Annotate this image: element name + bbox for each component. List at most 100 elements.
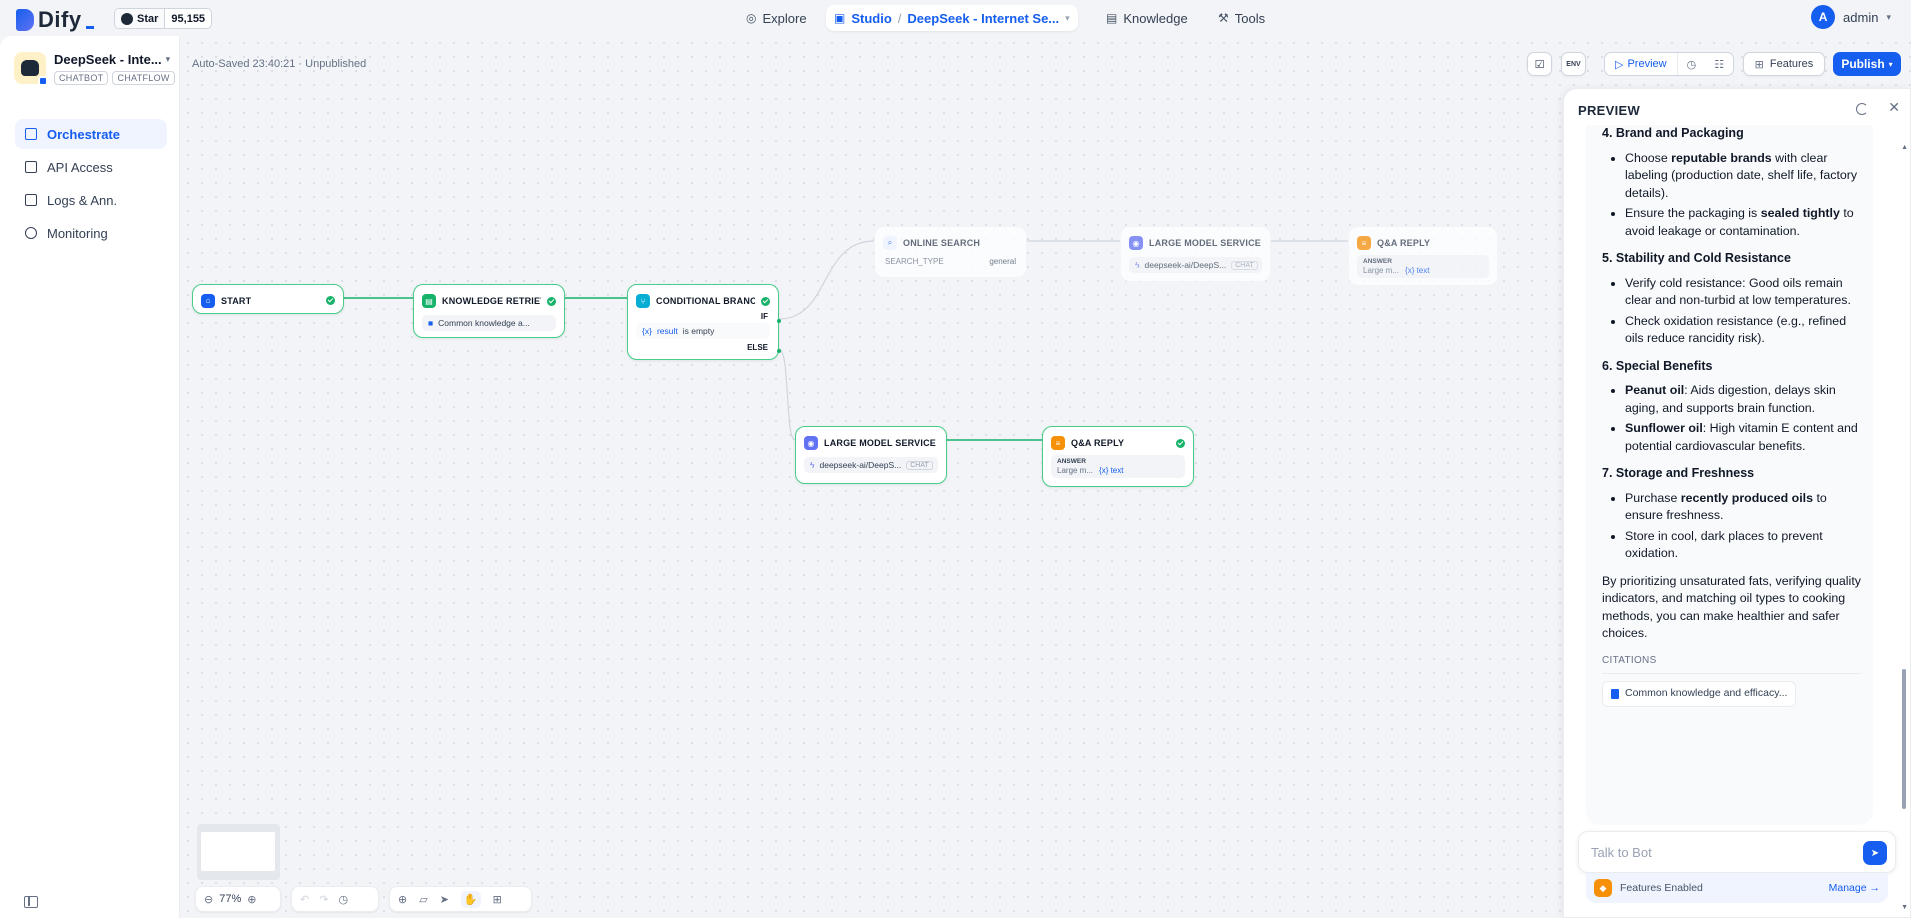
answer-emphasis: Sunflower oil [1625, 421, 1703, 435]
branch-condition: {x} result is empty [636, 323, 770, 339]
nav-tools[interactable]: ⚒ Tools [1210, 5, 1273, 31]
history-icon[interactable]: ◷ [338, 893, 349, 906]
logo-cursor-mark [85, 26, 94, 29]
citations-label: CITATIONS [1602, 652, 1861, 674]
scroll-up-arrow[interactable]: ▲ [1901, 144, 1908, 151]
reply-icon: ≡ [1051, 436, 1065, 450]
book-icon: ▤ [422, 294, 436, 308]
dashboard-icon [25, 227, 37, 239]
checklist-icon[interactable]: ☷ [1714, 58, 1725, 71]
manage-link[interactable]: Manage → [1828, 882, 1880, 894]
sidebar-item-api-access[interactable]: API Access [15, 152, 167, 182]
answer-list: Choose reputable brands with clear label… [1602, 150, 1861, 241]
nav-explore[interactable]: ◎ Explore [738, 5, 815, 31]
answer-list: Purchase recently produced oils to ensur… [1602, 490, 1861, 563]
scrollbar-thumb[interactable] [1902, 669, 1906, 809]
add-note-icon[interactable]: ▱ [419, 893, 428, 906]
node-title: Q&A REPLY [1071, 438, 1125, 448]
canvas-minimap[interactable] [197, 824, 280, 880]
nav-studio-app[interactable]: DeepSeek - Internet Se... [907, 10, 1060, 26]
success-check-icon [326, 296, 335, 305]
node-start[interactable]: ⌂ START [192, 284, 344, 314]
close-icon[interactable]: ✕ [1888, 99, 1900, 115]
answer-bullet: Purchase recently produced oils to ensur… [1625, 490, 1861, 525]
hand-icon[interactable]: ✋ [460, 890, 481, 908]
nav-studio[interactable]: ▣ Studio / DeepSeek - Internet Se... ▾ [826, 5, 1078, 31]
history-control: ↶ ↷ ◷ [291, 886, 379, 912]
user-name: admin [1843, 9, 1879, 25]
chevron-down-icon[interactable]: ▾ [1065, 12, 1070, 23]
file-list-icon [25, 194, 37, 206]
node-online-search[interactable]: ⌕ ONLINE SEARCH SEARCH_TYPE general [874, 226, 1027, 278]
node-title: LARGE MODEL SERVICE + I [1149, 238, 1262, 248]
view-checklist-button[interactable]: ☑ [1527, 52, 1552, 76]
app-header[interactable]: DeepSeek - Inte... ▾ CHATBOT CHATFLOW [14, 52, 175, 86]
app-type-badge [38, 76, 48, 86]
search-param: SEARCH_TYPE general [885, 257, 1016, 266]
organize-icon[interactable]: ⊞ [492, 893, 502, 906]
github-star-button[interactable]: Star 95,155 [114, 8, 213, 29]
answer-emphasis: reputable brands [1671, 150, 1772, 165]
branch-if-label: IF [760, 312, 768, 321]
else-handle[interactable] [777, 349, 781, 353]
variable-icon: {x} [642, 326, 652, 336]
node-llm-top[interactable]: ◉ LARGE MODEL SERVICE + I ϟ deepseek-ai/… [1120, 226, 1271, 282]
answer-heading: 5. Stability and Cold Resistance [1602, 251, 1791, 265]
zoom-level[interactable]: 77% [219, 893, 242, 905]
preview-button[interactable]: ▷ Preview [1605, 53, 1678, 75]
sidebar-item-label: API Access [47, 159, 113, 175]
refresh-icon[interactable] [1856, 103, 1868, 115]
node-title: KNOWLEDGE RETRIEVAL [442, 296, 541, 306]
llm-model: ϟ deepseek-ai/DeepS... CHAT [1129, 257, 1262, 273]
scroll-down-arrow[interactable]: ▼ [1901, 904, 1908, 911]
publish-button[interactable]: Publish ▾ [1833, 52, 1901, 76]
user-menu[interactable]: A admin ▾ [1811, 5, 1891, 29]
collapse-sidebar-icon[interactable] [24, 896, 38, 908]
llm-model: ϟ deepseek-ai/DeepS... CHAT [804, 457, 938, 473]
answer-bullet: Peanut oil: Aids digestion, delays skin … [1625, 382, 1861, 417]
history-icon[interactable]: ◷ [1686, 58, 1697, 71]
answer-emphasis: sealed tightly [1760, 206, 1840, 220]
node-title: Q&A REPLY [1377, 238, 1431, 248]
answer-heading: 6. Special Benefits [1602, 358, 1713, 373]
zoom-out-icon[interactable]: ⊖ [204, 893, 214, 906]
play-icon: ▷ [1615, 58, 1624, 71]
node-title: CONDITIONAL BRANCH [656, 296, 755, 306]
brand-name: Dify [38, 7, 82, 32]
chevron-down-icon[interactable]: ▾ [165, 54, 171, 64]
layout-icon [25, 128, 37, 140]
node-conditional-branch[interactable]: ⑂ CONDITIONAL BRANCH IF {x} result is em… [627, 284, 781, 360]
node-reply-bottom[interactable]: ≡ Q&A REPLY ANSWER Large m... {x} text [1042, 426, 1194, 487]
canvas-tools: ⊕ ▱ ➤ ✋ ⊞ [389, 886, 532, 912]
app-sidebar: DeepSeek - Inte... ▾ CHATBOT CHATFLOW Or… [0, 36, 180, 918]
node-llm-bottom[interactable]: ◉ LARGE MODEL SERVICE + ϟ deepseek-ai/De… [795, 426, 947, 484]
document-icon [1611, 688, 1619, 699]
env-button[interactable]: ENV [1561, 52, 1586, 76]
preview-panel: PREVIEW ✕ 4. Brand and PackagingChoose r… [1563, 88, 1911, 918]
sidebar-item-orchestrate[interactable]: Orchestrate [15, 119, 167, 149]
pointer-icon[interactable]: ➤ [439, 893, 449, 906]
features-button[interactable]: ⊞ Features [1743, 52, 1825, 76]
node-reply-top[interactable]: ≡ Q&A REPLY ANSWER Large m... {x} text [1348, 226, 1498, 286]
nav-knowledge[interactable]: ▤ Knowledge [1098, 5, 1196, 31]
model-icon: ϟ [810, 460, 815, 470]
reply-icon: ≡ [1357, 236, 1371, 250]
zoom-in-icon[interactable]: ⊕ [247, 893, 257, 906]
if-handle[interactable] [777, 319, 781, 323]
add-node-icon[interactable]: ⊕ [398, 893, 408, 906]
redo-icon[interactable]: ↷ [319, 893, 329, 906]
preview-title: PREVIEW [1578, 103, 1641, 118]
sidebar-item-logs[interactable]: Logs & Ann. [15, 185, 167, 215]
sidebar-item-monitoring[interactable]: Monitoring [15, 218, 167, 248]
chat-input[interactable] [1591, 842, 1851, 862]
citation-item[interactable]: Common knowledge and efficacy... [1602, 681, 1797, 707]
undo-icon[interactable]: ↶ [300, 893, 310, 906]
chevron-down-icon: ▾ [1888, 59, 1893, 69]
sidebar-menu: Orchestrate API Access Logs & Ann. Monit… [15, 119, 167, 251]
checklist-icon: ☑ [1534, 58, 1545, 71]
dify-logo[interactable]: Dify [16, 7, 94, 33]
answer-list: Verify cold resistance: Good oils remain… [1602, 275, 1861, 348]
answer-bullet: Check oxidation resistance (e.g., refine… [1625, 313, 1861, 348]
send-button[interactable]: ➤ [1863, 841, 1887, 865]
node-knowledge-retrieval[interactable]: ▤ KNOWLEDGE RETRIEVAL ■ Common knowledge… [413, 284, 565, 338]
